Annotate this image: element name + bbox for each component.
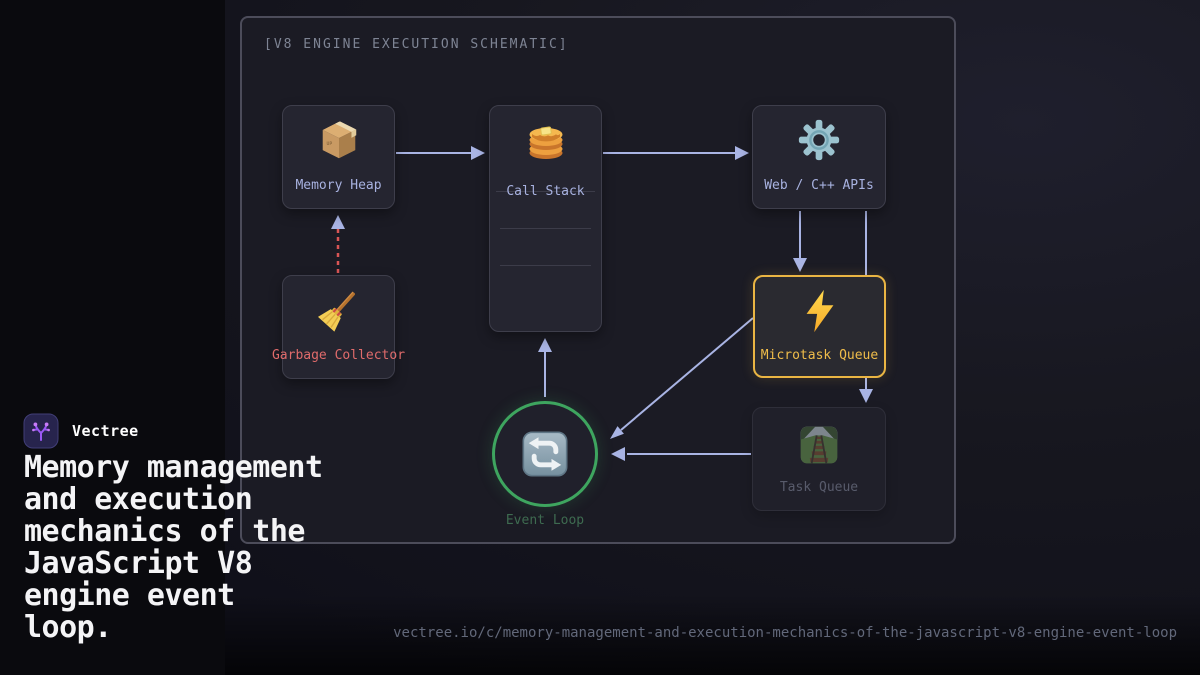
counterclockwise-arrows-icon [522, 431, 568, 477]
edge-event-loop-to-call-stack [538, 338, 552, 397]
gear-icon [798, 119, 840, 161]
edge-web-apis-to-microtask-queue [793, 211, 807, 272]
edge-task-queue-to-event-loop [611, 447, 751, 461]
brand-name: Vectree [72, 422, 139, 440]
headline: Memory management and execution mechanic… [24, 450, 323, 645]
edge-garbage-collector-to-memory-heap [331, 215, 345, 273]
vectree-logo-icon [23, 413, 59, 449]
railway-track-icon [800, 426, 838, 464]
arrowhead [538, 338, 552, 352]
svg-text:UP: UP [326, 141, 332, 147]
node-call-stack: Call Stack [489, 105, 602, 332]
stack-frame-line [500, 228, 591, 229]
node-label: Event Loop [505, 513, 585, 528]
stack-frame-line [496, 191, 595, 192]
schematic-frame: [V8 ENGINE EXECUTION SCHEMATIC] [240, 16, 956, 544]
node-label: Call Stack [506, 183, 585, 199]
node-label: Task Queue [779, 480, 859, 495]
lightning-icon [806, 289, 833, 333]
brand: Vectree [23, 413, 139, 449]
call-stack-label-row: Call Stack [490, 181, 601, 202]
node-label: Web / C++ APIs [764, 178, 874, 193]
pancakes-icon [529, 126, 562, 159]
arrowhead [735, 146, 749, 160]
arrowhead [610, 426, 624, 439]
node-web-apis: Web / C++ APIs [752, 105, 886, 209]
schematic-heading: [V8 ENGINE EXECUTION SCHEMATIC] [264, 37, 569, 52]
arrowhead [471, 146, 485, 160]
node-microtask-queue: Microtask Queue [753, 275, 886, 378]
arrowhead [331, 215, 345, 229]
footer-url: vectree.io/c/memory-management-and-execu… [393, 625, 1177, 641]
node-garbage-collector: Garbage Collector [272, 275, 405, 379]
stack-frame-line [500, 265, 591, 266]
edge-microtask-queue-to-event-loop [610, 317, 754, 439]
arrowhead [611, 447, 625, 461]
node-label: Microtask Queue [760, 348, 879, 363]
node-memory-heap: UP Memory Heap [282, 105, 395, 209]
broom-icon [317, 291, 355, 332]
node-label: Memory Heap [295, 178, 382, 193]
node-label: Garbage Collector [271, 348, 406, 363]
node-task-queue: Task Queue [752, 407, 886, 511]
edge-memory-heap-to-call-stack [396, 146, 485, 160]
edge-call-stack-to-web-apis [603, 146, 749, 160]
package-icon: UP [322, 121, 356, 159]
arrowhead [793, 258, 807, 272]
arrowhead [859, 389, 873, 403]
node-event-loop [492, 401, 598, 507]
